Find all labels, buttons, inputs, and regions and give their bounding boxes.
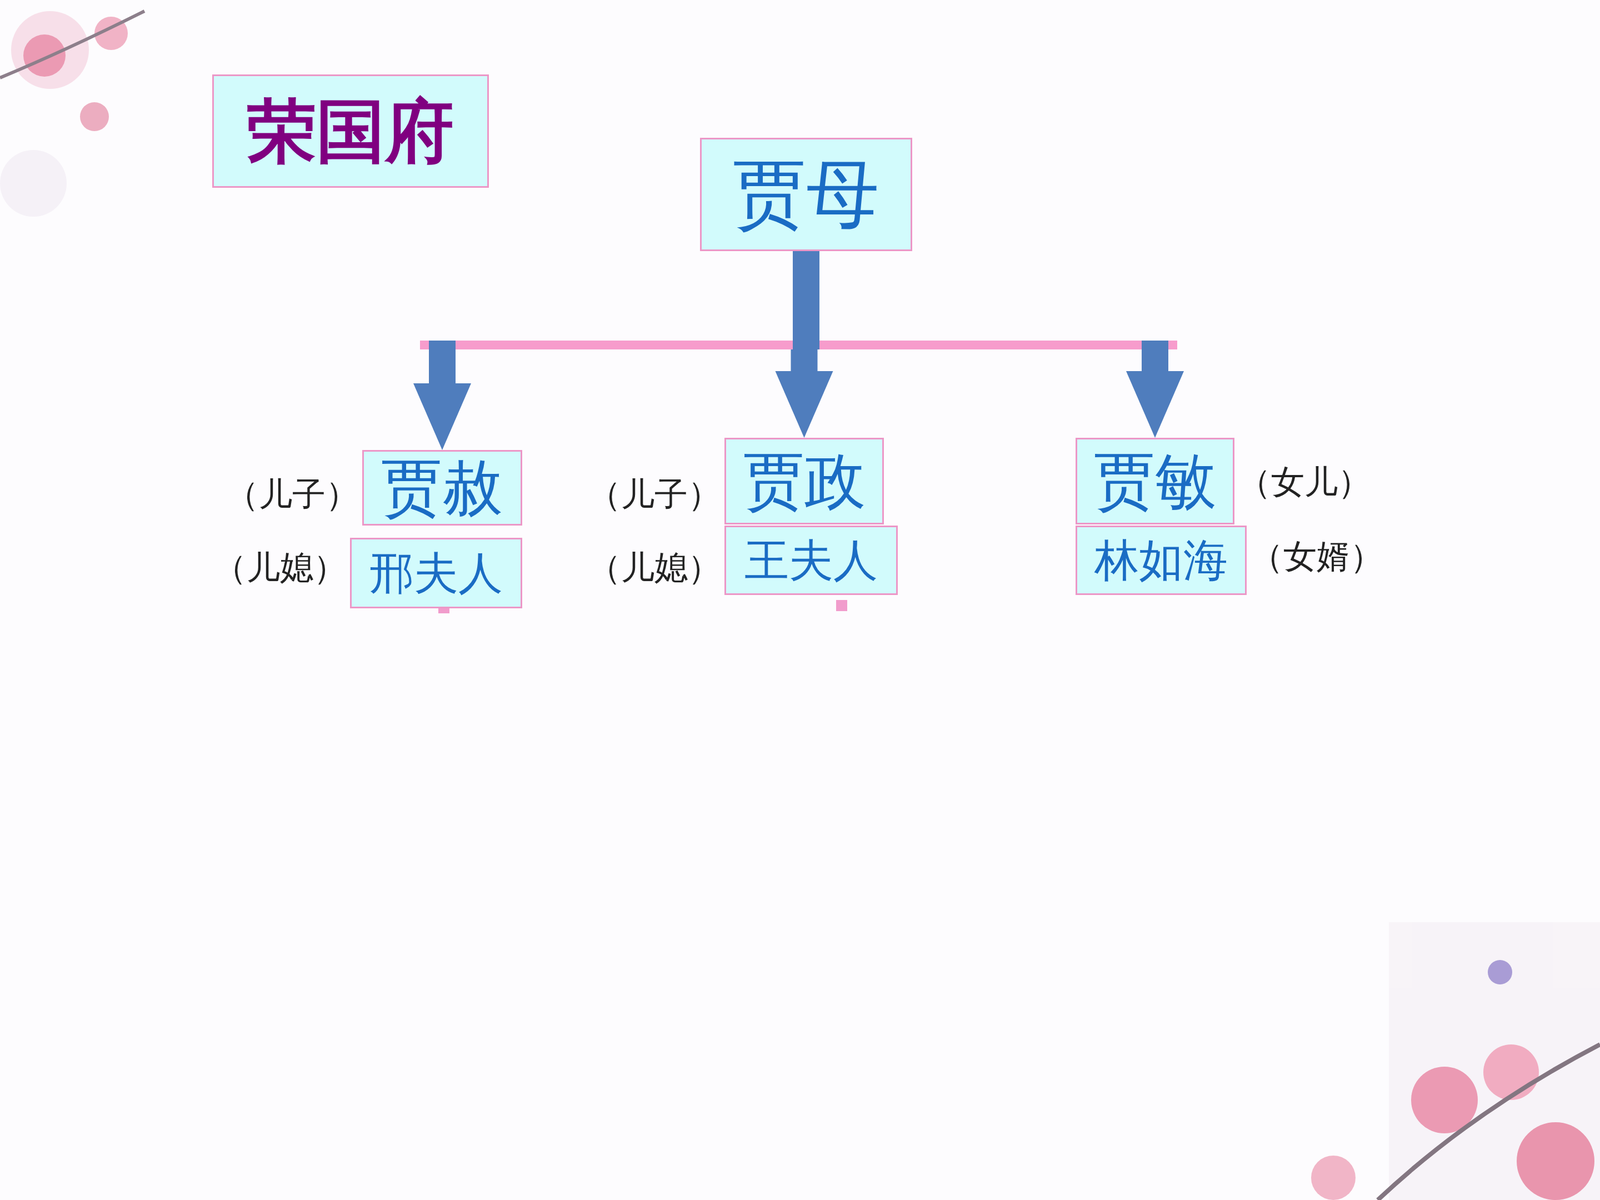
person-box: 邢夫人: [350, 537, 523, 609]
person-box: 林如海: [1075, 525, 1247, 595]
diagram-title: 荣国府: [212, 74, 489, 188]
family-arrow: [413, 251, 829, 450]
node-text: 贾敏: [1093, 447, 1217, 515]
node-text: 王夫人: [744, 536, 878, 585]
relation-label: （儿子）: [225, 475, 359, 513]
node-text: 贾母: [732, 153, 880, 235]
flower-corner: [1311, 922, 1600, 1200]
flower-corner: [0, 11, 145, 217]
node-text: 贾赦: [381, 454, 504, 522]
root-box: 贾母: [700, 137, 913, 252]
node-text: 林如海: [1094, 536, 1228, 585]
person-box: 贾政: [724, 437, 884, 525]
relation-label: （儿媳）: [587, 548, 722, 586]
person-box: 贾敏: [1075, 437, 1235, 525]
person-box: 贾赦: [362, 450, 523, 526]
relation-label: （女婿）: [1250, 537, 1384, 575]
relation-label: （儿媳）: [213, 548, 347, 586]
node-text: 贾政: [743, 447, 866, 515]
node-text: 邢夫人: [369, 548, 503, 598]
person-box: 王夫人: [724, 525, 898, 595]
family-arrow: [783, 251, 1184, 438]
relation-label: （儿子）: [587, 475, 722, 513]
connector-stub: [836, 600, 848, 612]
relation-label: （女儿）: [1237, 463, 1372, 500]
